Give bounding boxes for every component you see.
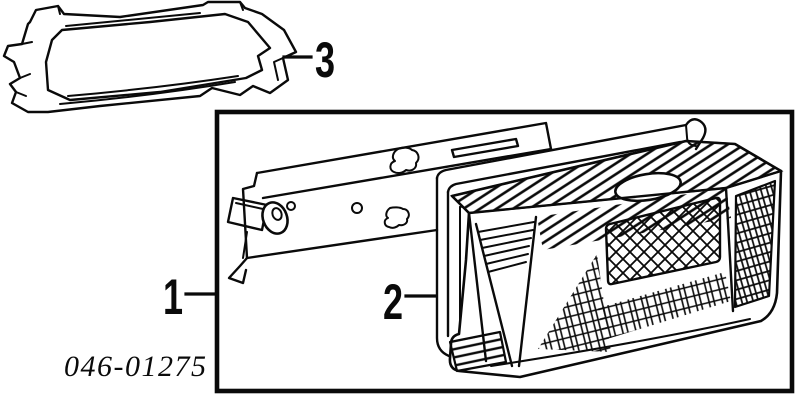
callout-label-2: 2: [382, 274, 404, 330]
mounting-bracket-drawing: [226, 121, 553, 285]
part-number-text: 046-01275: [64, 350, 208, 383]
gasket-seal-drawing: [2, 0, 298, 114]
seal-frame-hook: [684, 118, 707, 151]
callout-label-1: 1: [162, 269, 184, 325]
callout-label-3: 3: [314, 32, 336, 88]
lens-housing-drawing: [448, 139, 784, 379]
callout-leader-lines: [184, 55, 438, 298]
